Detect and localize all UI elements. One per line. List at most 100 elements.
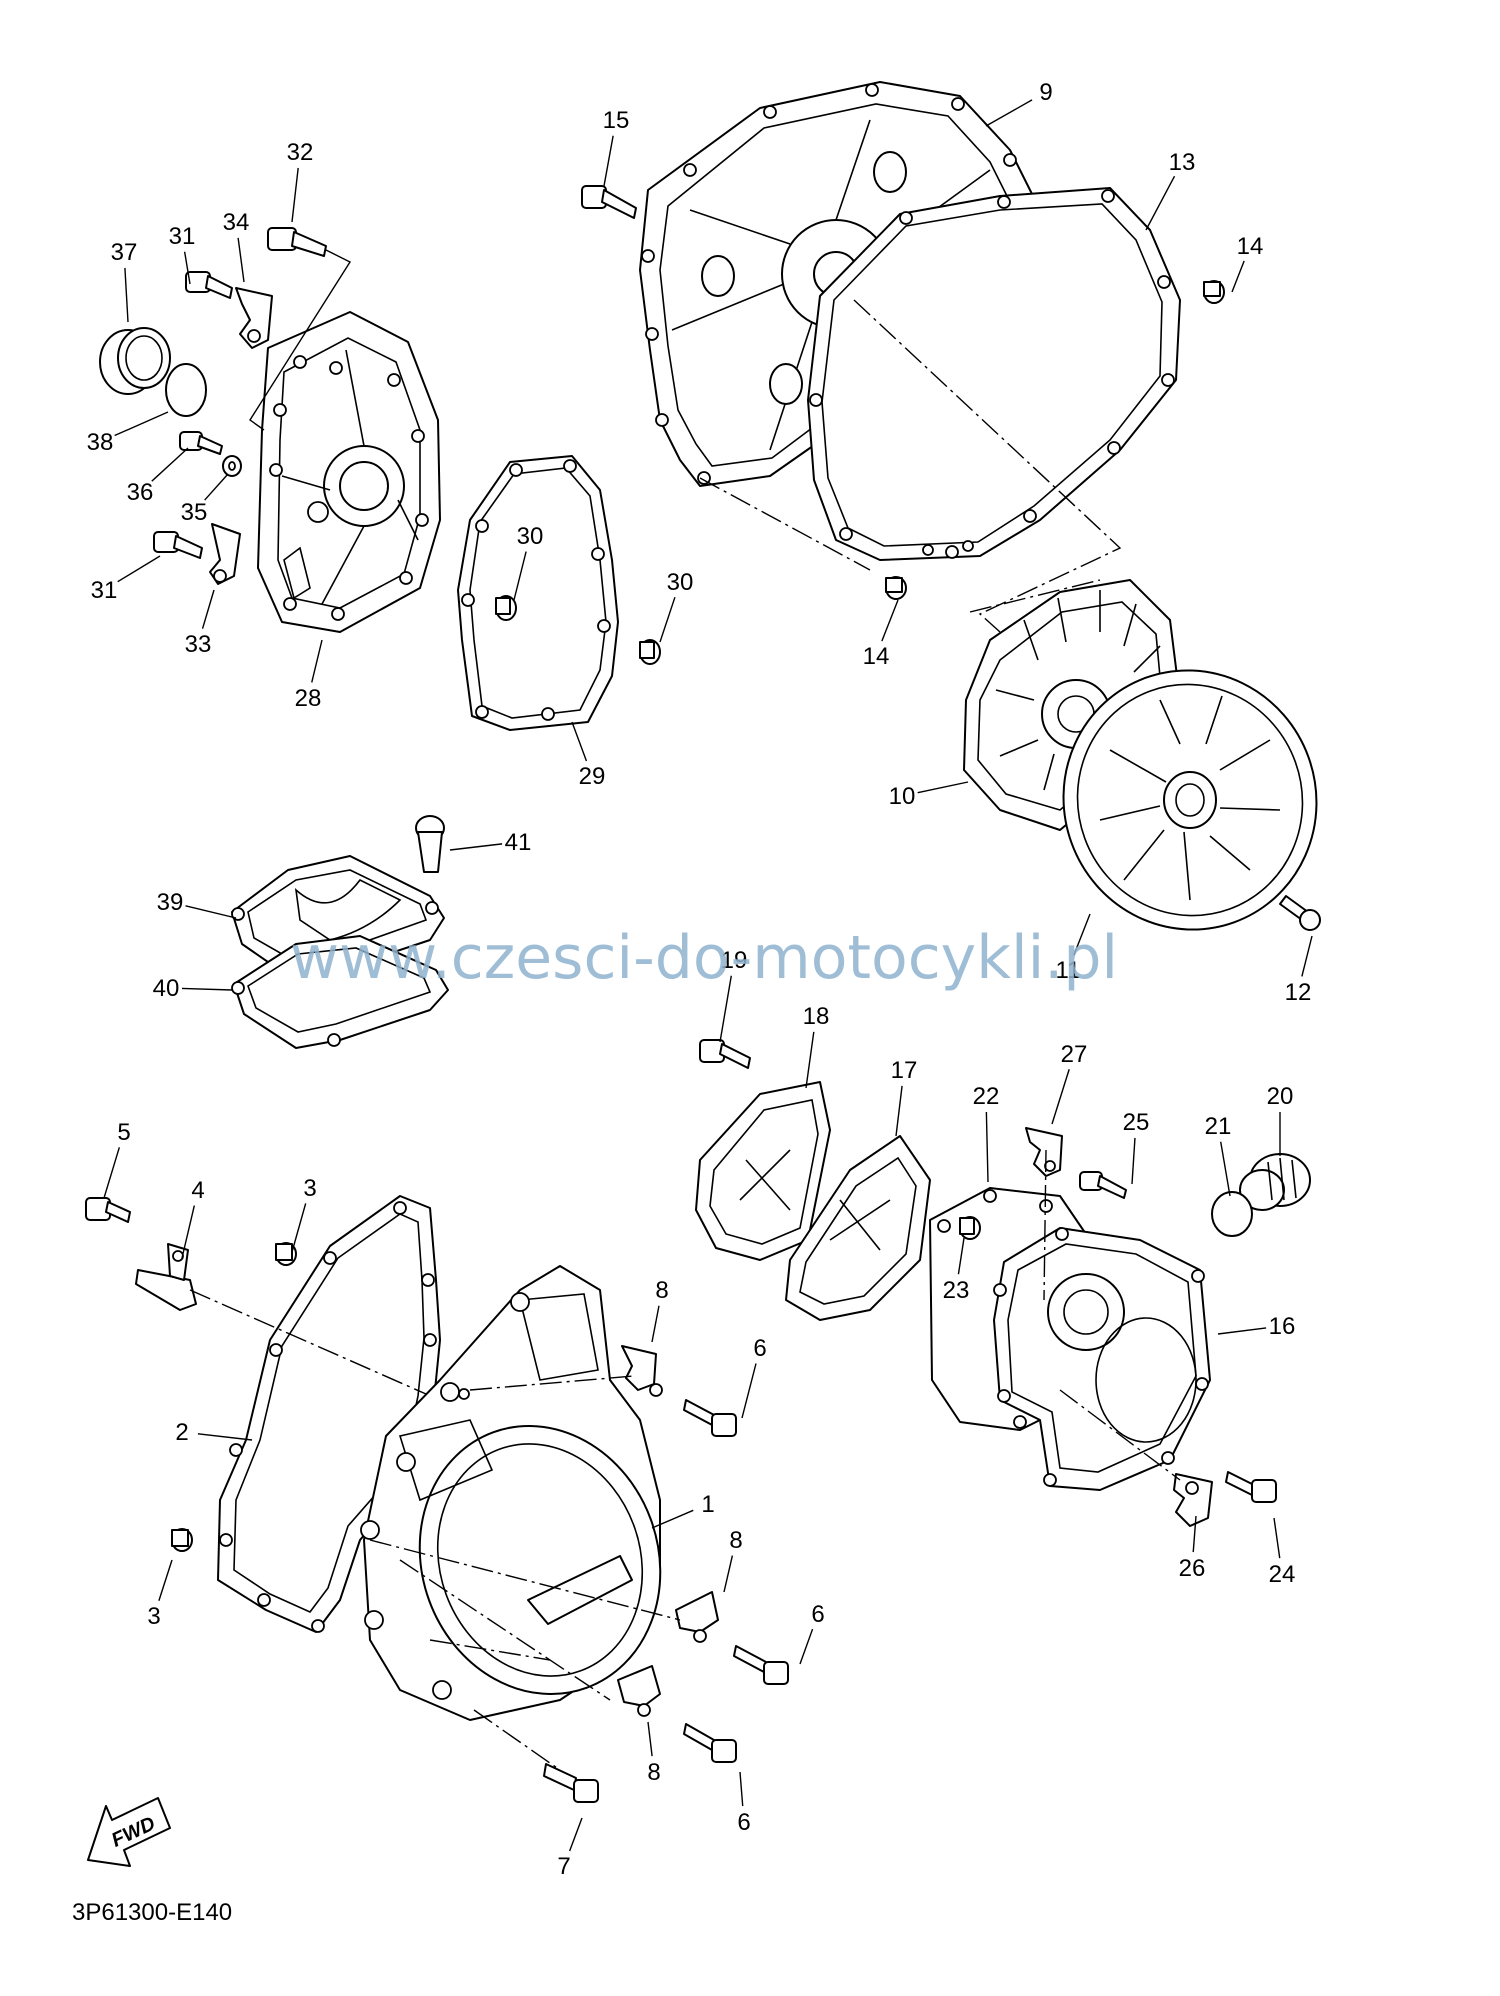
clutch-cover-plate-11 (1062, 669, 1318, 931)
callout-c16: 16 (1269, 1313, 1296, 1340)
leader-c11 (1073, 913, 1091, 956)
leader-c33 (201, 589, 215, 629)
callout-c27: 27 (1061, 1041, 1088, 1068)
callout-c24: 24 (1269, 1561, 1296, 1588)
cover-18 (695, 1081, 831, 1261)
o-ring-38 (165, 363, 207, 417)
leader-c8b (723, 1555, 734, 1593)
callout-c14a: 14 (1237, 233, 1264, 260)
leader-c8c (647, 1721, 653, 1757)
clamp-8c (617, 1665, 661, 1717)
callout-c3b: 3 (147, 1603, 160, 1630)
callout-c17: 17 (891, 1057, 918, 1084)
bolt-19 (699, 1039, 751, 1069)
generator-cover-16 (993, 1227, 1211, 1491)
gasket-17 (785, 1135, 931, 1321)
callout-c19: 19 (721, 947, 748, 974)
leader-c14a (1231, 260, 1245, 293)
leader-c28 (311, 639, 323, 683)
callout-c40: 40 (153, 975, 180, 1002)
leader-c19 (719, 975, 732, 1043)
leader-c1 (651, 1509, 694, 1529)
leader-c41 (449, 843, 503, 851)
leader-c6b (799, 1628, 814, 1665)
bolt-15 (581, 185, 637, 219)
callout-c30b: 30 (667, 569, 694, 596)
leader-c2 (197, 1433, 253, 1441)
bolt-6c (683, 1723, 737, 1763)
leader-c8a (651, 1305, 660, 1343)
leader-lines (103, 99, 1313, 1852)
clamp-26 (1173, 1473, 1213, 1527)
leader-c5 (103, 1147, 121, 1199)
leader-c37 (124, 267, 129, 323)
dowel-23 (959, 1216, 981, 1240)
leader-c26 (1192, 1515, 1197, 1553)
gasket-29 (457, 455, 619, 731)
dowel-3a (275, 1242, 297, 1266)
callout-c10: 10 (889, 783, 916, 810)
callout-c33: 33 (185, 631, 212, 658)
part-callouts: 1233456667888910111213141415161718192021… (87, 79, 1312, 1880)
bolt-32 (267, 227, 327, 257)
diagram-code: 3P61300-E140 (72, 1899, 232, 1926)
dowel-14b (885, 576, 907, 600)
bolt-36 (179, 431, 223, 455)
bolt-6b (733, 1645, 789, 1685)
leader-c40 (181, 987, 233, 991)
leader-c34 (237, 237, 245, 283)
callout-c31b: 31 (91, 577, 118, 604)
leader-c32 (291, 167, 299, 223)
callout-c9: 9 (1039, 79, 1052, 106)
callout-c18: 18 (803, 1003, 830, 1030)
callout-c8b: 8 (729, 1527, 742, 1554)
crankcase-cover-28 (257, 311, 441, 633)
callout-c32: 32 (287, 139, 314, 166)
callout-c35: 35 (181, 499, 208, 526)
leader-c7 (568, 1817, 583, 1852)
leader-c15 (603, 135, 614, 187)
gasket-13 (807, 187, 1181, 561)
callout-c14b: 14 (863, 643, 890, 670)
callout-c8a: 8 (655, 1277, 668, 1304)
callout-c3a: 3 (303, 1175, 316, 1202)
leader-c13 (1145, 175, 1176, 231)
watermark-text: www.czesci-do-motocykli.pl (290, 923, 1118, 993)
callout-c30a: 30 (517, 523, 544, 550)
callout-c37: 37 (111, 239, 138, 266)
clamp-33 (209, 523, 241, 585)
callout-c6a: 6 (753, 1335, 766, 1362)
bolt-7 (543, 1763, 599, 1803)
bolt-31a (185, 271, 233, 299)
callout-c25: 25 (1123, 1109, 1150, 1136)
clamp-8b (675, 1591, 719, 1643)
callout-c6c: 6 (737, 1809, 750, 1836)
leader-c16 (1217, 1327, 1267, 1335)
leader-c24 (1273, 1517, 1281, 1559)
leader-c9 (985, 99, 1033, 127)
callout-c22: 22 (973, 1083, 1000, 1110)
leader-c35 (204, 473, 229, 501)
leader-c23 (957, 1237, 965, 1275)
bolt-6a (683, 1399, 737, 1437)
callout-c2: 2 (175, 1419, 188, 1446)
leader-c18 (805, 1031, 815, 1089)
bolt-41 (415, 815, 445, 873)
callout-c34: 34 (223, 209, 250, 236)
callout-c28: 28 (295, 685, 322, 712)
callout-c36: 36 (127, 479, 154, 506)
leader-c22 (985, 1111, 989, 1183)
leader-c14b (881, 599, 899, 642)
callout-c23: 23 (943, 1277, 970, 1304)
callout-c6b: 6 (811, 1601, 824, 1628)
bolt-5 (85, 1197, 131, 1223)
leader-c38 (114, 411, 169, 437)
leader-c29 (571, 721, 588, 762)
callout-c13: 13 (1169, 149, 1196, 176)
clamp-34 (235, 287, 273, 349)
leader-c30b (659, 596, 676, 643)
leader-c10 (917, 781, 969, 794)
callout-c29: 29 (579, 763, 606, 790)
callout-c7: 7 (557, 1853, 570, 1880)
callout-c39: 39 (157, 889, 184, 916)
